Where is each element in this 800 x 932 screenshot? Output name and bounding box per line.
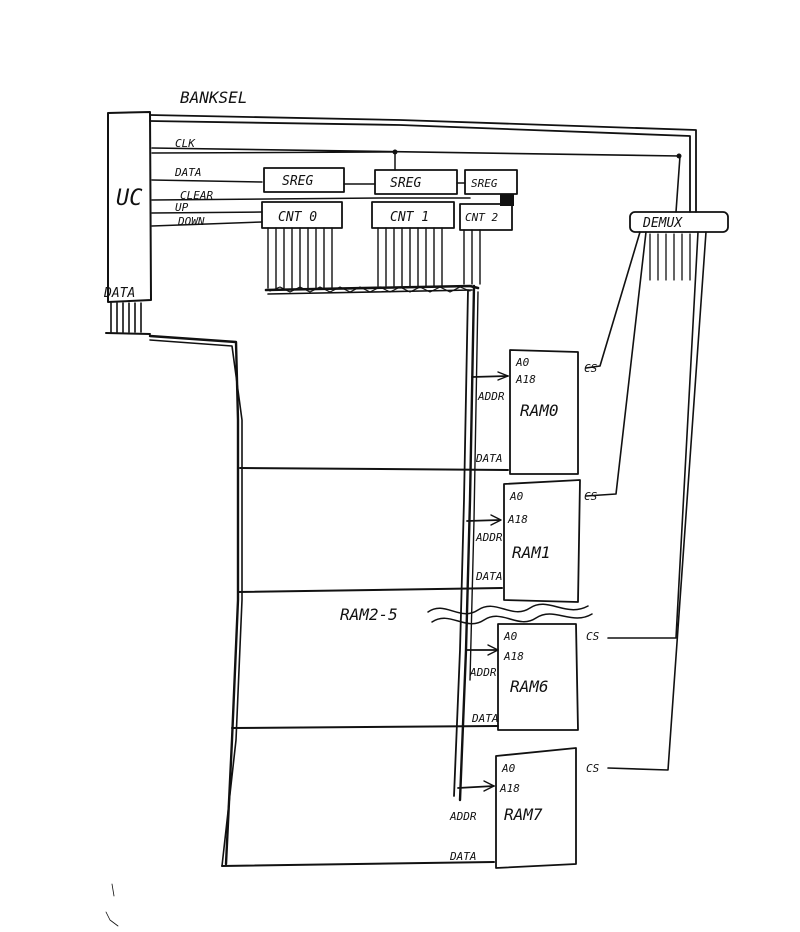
ram-6-data: DATA — [471, 712, 499, 725]
ram-0-data: DATA — [475, 452, 503, 465]
shift-register-0: SREG — [264, 168, 375, 192]
ram-1-name: RAM1 — [512, 543, 551, 562]
ram-6: A0 A18 RAM6 ADDR DATA CS — [469, 624, 600, 730]
ram-1-a18: A18 — [507, 513, 528, 526]
uc-label: UC — [116, 186, 143, 211]
ram-0-a18: A18 — [515, 373, 536, 386]
ram-0-addr: ADDR — [477, 390, 505, 403]
cnt-0-label: CNT 0 — [278, 210, 317, 225]
ram-7: A0 A18 RAM7 ADDR DATA CS — [449, 748, 600, 868]
shift-register-2: SREG — [465, 170, 517, 194]
ram-6-addr: ADDR — [469, 666, 497, 679]
sreg-2-label: SREG — [471, 177, 498, 190]
sreg-1-label: SREG — [390, 176, 421, 191]
stray-marks — [106, 884, 118, 926]
ram-7-data: DATA — [449, 850, 477, 863]
sreg-0-label: SREG — [282, 174, 313, 189]
address-bus-top — [266, 286, 478, 294]
clk-label: CLK — [175, 137, 196, 150]
shift-register-1: SREG — [375, 170, 465, 194]
ram-6-a0: A0 — [503, 630, 518, 643]
counter-1: CNT 1 — [372, 202, 454, 286]
ram-6-a18: A18 — [503, 650, 524, 663]
ram-1-cs: CS — [584, 490, 598, 503]
demux: DEMUX — [586, 212, 728, 770]
ram-1: A0 A18 RAM1 ADDR DATA CS — [475, 480, 598, 602]
ram-6-name: RAM6 — [510, 677, 549, 696]
down-label: DOWN — [177, 215, 205, 228]
counter-2: CNT 2 — [460, 194, 514, 284]
cnt-2-label: CNT 2 — [465, 211, 498, 224]
banksel-label: BANKSEL — [180, 88, 247, 107]
data-label: DATA — [174, 166, 202, 179]
ram2-5-label: RAM2-5 — [340, 605, 398, 624]
demux-label: DEMUX — [642, 216, 683, 231]
ram-7-a0: A0 — [501, 762, 516, 775]
ram-1-a0: A0 — [509, 490, 524, 503]
uc-data-label: DATA — [103, 286, 135, 301]
cnt-1-label: CNT 1 — [390, 210, 429, 225]
microcontroller-block: UC DATA — [103, 112, 151, 334]
counter-0: CNT 0 — [262, 202, 342, 288]
ram-0: A0 A18 RAM0 ADDR DATA CS — [475, 350, 598, 474]
ram-7-a18: A18 — [499, 782, 520, 795]
ram-1-data: DATA — [475, 570, 503, 583]
ram-1-addr: ADDR — [475, 531, 503, 544]
ram-0-name: RAM0 — [520, 401, 559, 420]
ram-7-name: RAM7 — [504, 805, 543, 824]
ram-0-a0: A0 — [515, 356, 530, 369]
ram-7-addr: ADDR — [449, 810, 477, 823]
ram-0-cs: CS — [584, 362, 598, 375]
ram-7-cs: CS — [586, 762, 600, 775]
ram-6-cs: CS — [586, 630, 600, 643]
